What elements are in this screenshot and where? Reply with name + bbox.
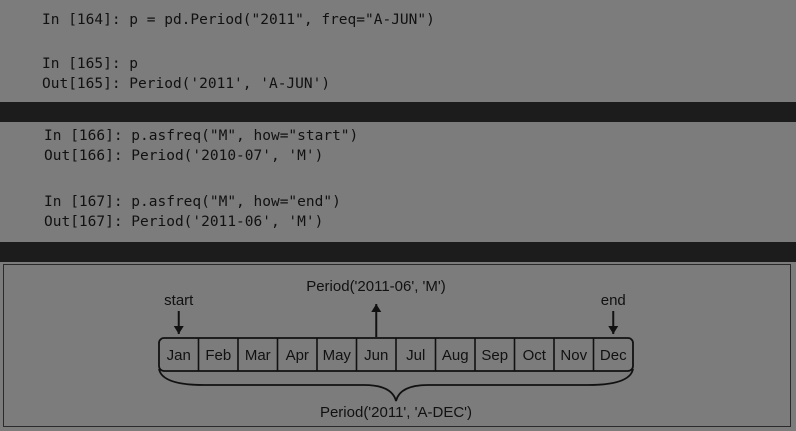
code-line-out165: Out[165]: Period('2011', 'A-JUN') xyxy=(42,76,331,92)
month-cell-jan: Jan xyxy=(167,347,191,364)
months-group: Jan Feb Mar Apr May Jun Jul Aug Sep Oct Nov Dec xyxy=(158,337,634,372)
jun-arrow-head-icon xyxy=(371,304,382,312)
month-cell-jul: Jul xyxy=(406,347,425,364)
month-cell-may: May xyxy=(323,347,352,364)
start-arrow-head-icon xyxy=(173,326,184,334)
month-cell-oct: Oct xyxy=(523,347,547,364)
arrows-group xyxy=(173,304,619,337)
section-divider-band-bottom xyxy=(0,242,796,262)
end-arrow-head-icon xyxy=(608,326,619,334)
month-cell-feb: Feb xyxy=(205,347,231,364)
month-cell-apr: Apr xyxy=(286,347,309,364)
month-cell-sep: Sep xyxy=(481,347,508,364)
month-cell-nov: Nov xyxy=(560,347,587,364)
code-line-in165: In [165]: p xyxy=(42,56,139,72)
period-diagram: Period('2011-06', 'M') start end Jan Feb M… xyxy=(158,278,634,421)
end-label: end xyxy=(601,292,626,309)
code-line-in167: In [167]: p.asfreq("M", how="end") xyxy=(44,194,341,210)
month-cell-aug: Aug xyxy=(442,347,469,364)
code-line-in164: In [164]: p = pd.Period("2011", freq="A-… xyxy=(42,12,435,28)
month-cell-dec: Dec xyxy=(600,347,627,364)
month-cell-mar: Mar xyxy=(245,347,271,364)
top-period-label: Period('2011-06', 'M') xyxy=(306,278,446,295)
code-line-in166: In [166]: p.asfreq("M", how="start") xyxy=(44,128,359,144)
start-label: start xyxy=(164,292,194,309)
section-divider-band-top xyxy=(0,102,796,122)
bottom-period-label: Period('2011', 'A-DEC') xyxy=(320,404,472,421)
brace-icon xyxy=(158,368,634,402)
code-line-out166: Out[166]: Period('2010-07', 'M') xyxy=(44,148,324,164)
code-line-out167: Out[167]: Period('2011-06', 'M') xyxy=(44,214,324,230)
month-cell-jun: Jun xyxy=(364,347,388,364)
period-diagram-panel: Period('2011-06', 'M') start end Jan Feb M… xyxy=(3,264,791,427)
